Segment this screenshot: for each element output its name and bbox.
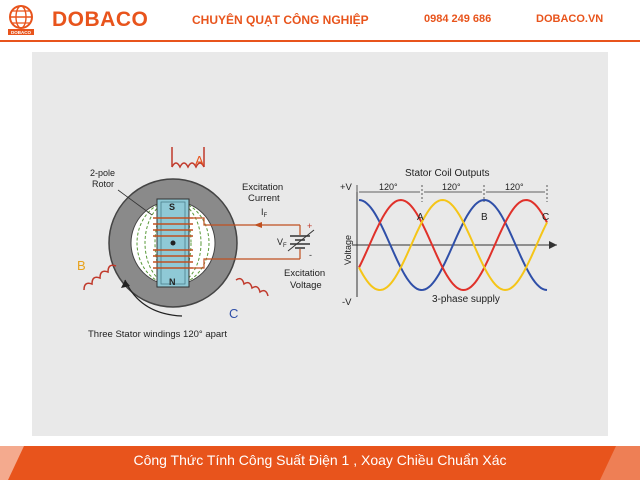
windings-caption: Three Stator windings 120° apart	[88, 329, 227, 340]
coil-a-label: A	[195, 153, 204, 168]
vf-symbol: VF	[277, 237, 287, 249]
y-axis-label: Voltage	[343, 235, 353, 265]
excitation-voltage-line1: Excitation	[284, 268, 325, 279]
battery-icon	[287, 229, 315, 252]
coil-b	[83, 264, 117, 291]
waveforms	[358, 198, 548, 292]
excitation-current-line2: Current	[248, 193, 280, 204]
plus-sign: +	[307, 221, 312, 231]
minus-sign: -	[309, 250, 312, 260]
angle-markers	[356, 185, 548, 202]
website-link[interactable]: DOBACO.VN	[536, 13, 604, 25]
globe-logo-icon: DOBACO	[8, 5, 34, 35]
excitation-leads	[193, 217, 301, 269]
x-caption: 3-phase supply	[432, 294, 500, 305]
coil-b-label: B	[77, 258, 86, 273]
rotor-winding	[153, 217, 193, 269]
phase-c-label: C	[542, 212, 549, 223]
chart-title: Stator Coil Outputs	[405, 168, 489, 179]
rotor-label-line1: 2-pole	[90, 168, 115, 178]
slogan: CHUYÊN QUẠT CÔNG NGHIỆP	[192, 13, 369, 27]
coil-a	[171, 147, 205, 169]
phase-b-label: B	[481, 212, 488, 223]
if-symbol: IF	[261, 207, 268, 219]
minus-v-label: -V	[342, 297, 352, 308]
rotor-shaft	[170, 240, 176, 246]
coil-c-label: C	[229, 306, 238, 321]
site-header: DOBACO DOBACO CHUYÊN QUẠT CÔNG NGHIỆP 09…	[0, 0, 640, 42]
pole-s-label: S	[169, 202, 175, 212]
angle-label-1: 120°	[379, 182, 398, 192]
phone-number[interactable]: 0984 249 686	[424, 13, 492, 25]
pole-n-label: N	[169, 277, 176, 287]
current-arrow	[254, 222, 262, 228]
article-title: Công Thức Tính Công Suất Điện 1 , Xoay C…	[133, 452, 507, 468]
wave-c	[358, 198, 548, 292]
excitation-current-line1: Excitation	[242, 182, 283, 193]
plus-v-label: +V	[340, 182, 353, 193]
wave-b	[358, 198, 548, 292]
brand-name[interactable]: DOBACO	[52, 8, 149, 31]
angle-label-2: 120°	[442, 182, 461, 192]
phase-a-label: A	[417, 212, 424, 223]
rotor-label-line2: Rotor	[92, 179, 114, 189]
angle-label-3: 120°	[505, 182, 524, 192]
generator-diagram: S N 2-pole Rotor A B C + - Excitation Cu…	[77, 147, 557, 340]
logo-small-text: DOBACO	[11, 30, 31, 35]
footer-banner	[0, 446, 640, 480]
excitation-voltage-line2: Voltage	[290, 280, 322, 291]
coil-c	[235, 277, 269, 297]
wave-a	[358, 198, 548, 292]
